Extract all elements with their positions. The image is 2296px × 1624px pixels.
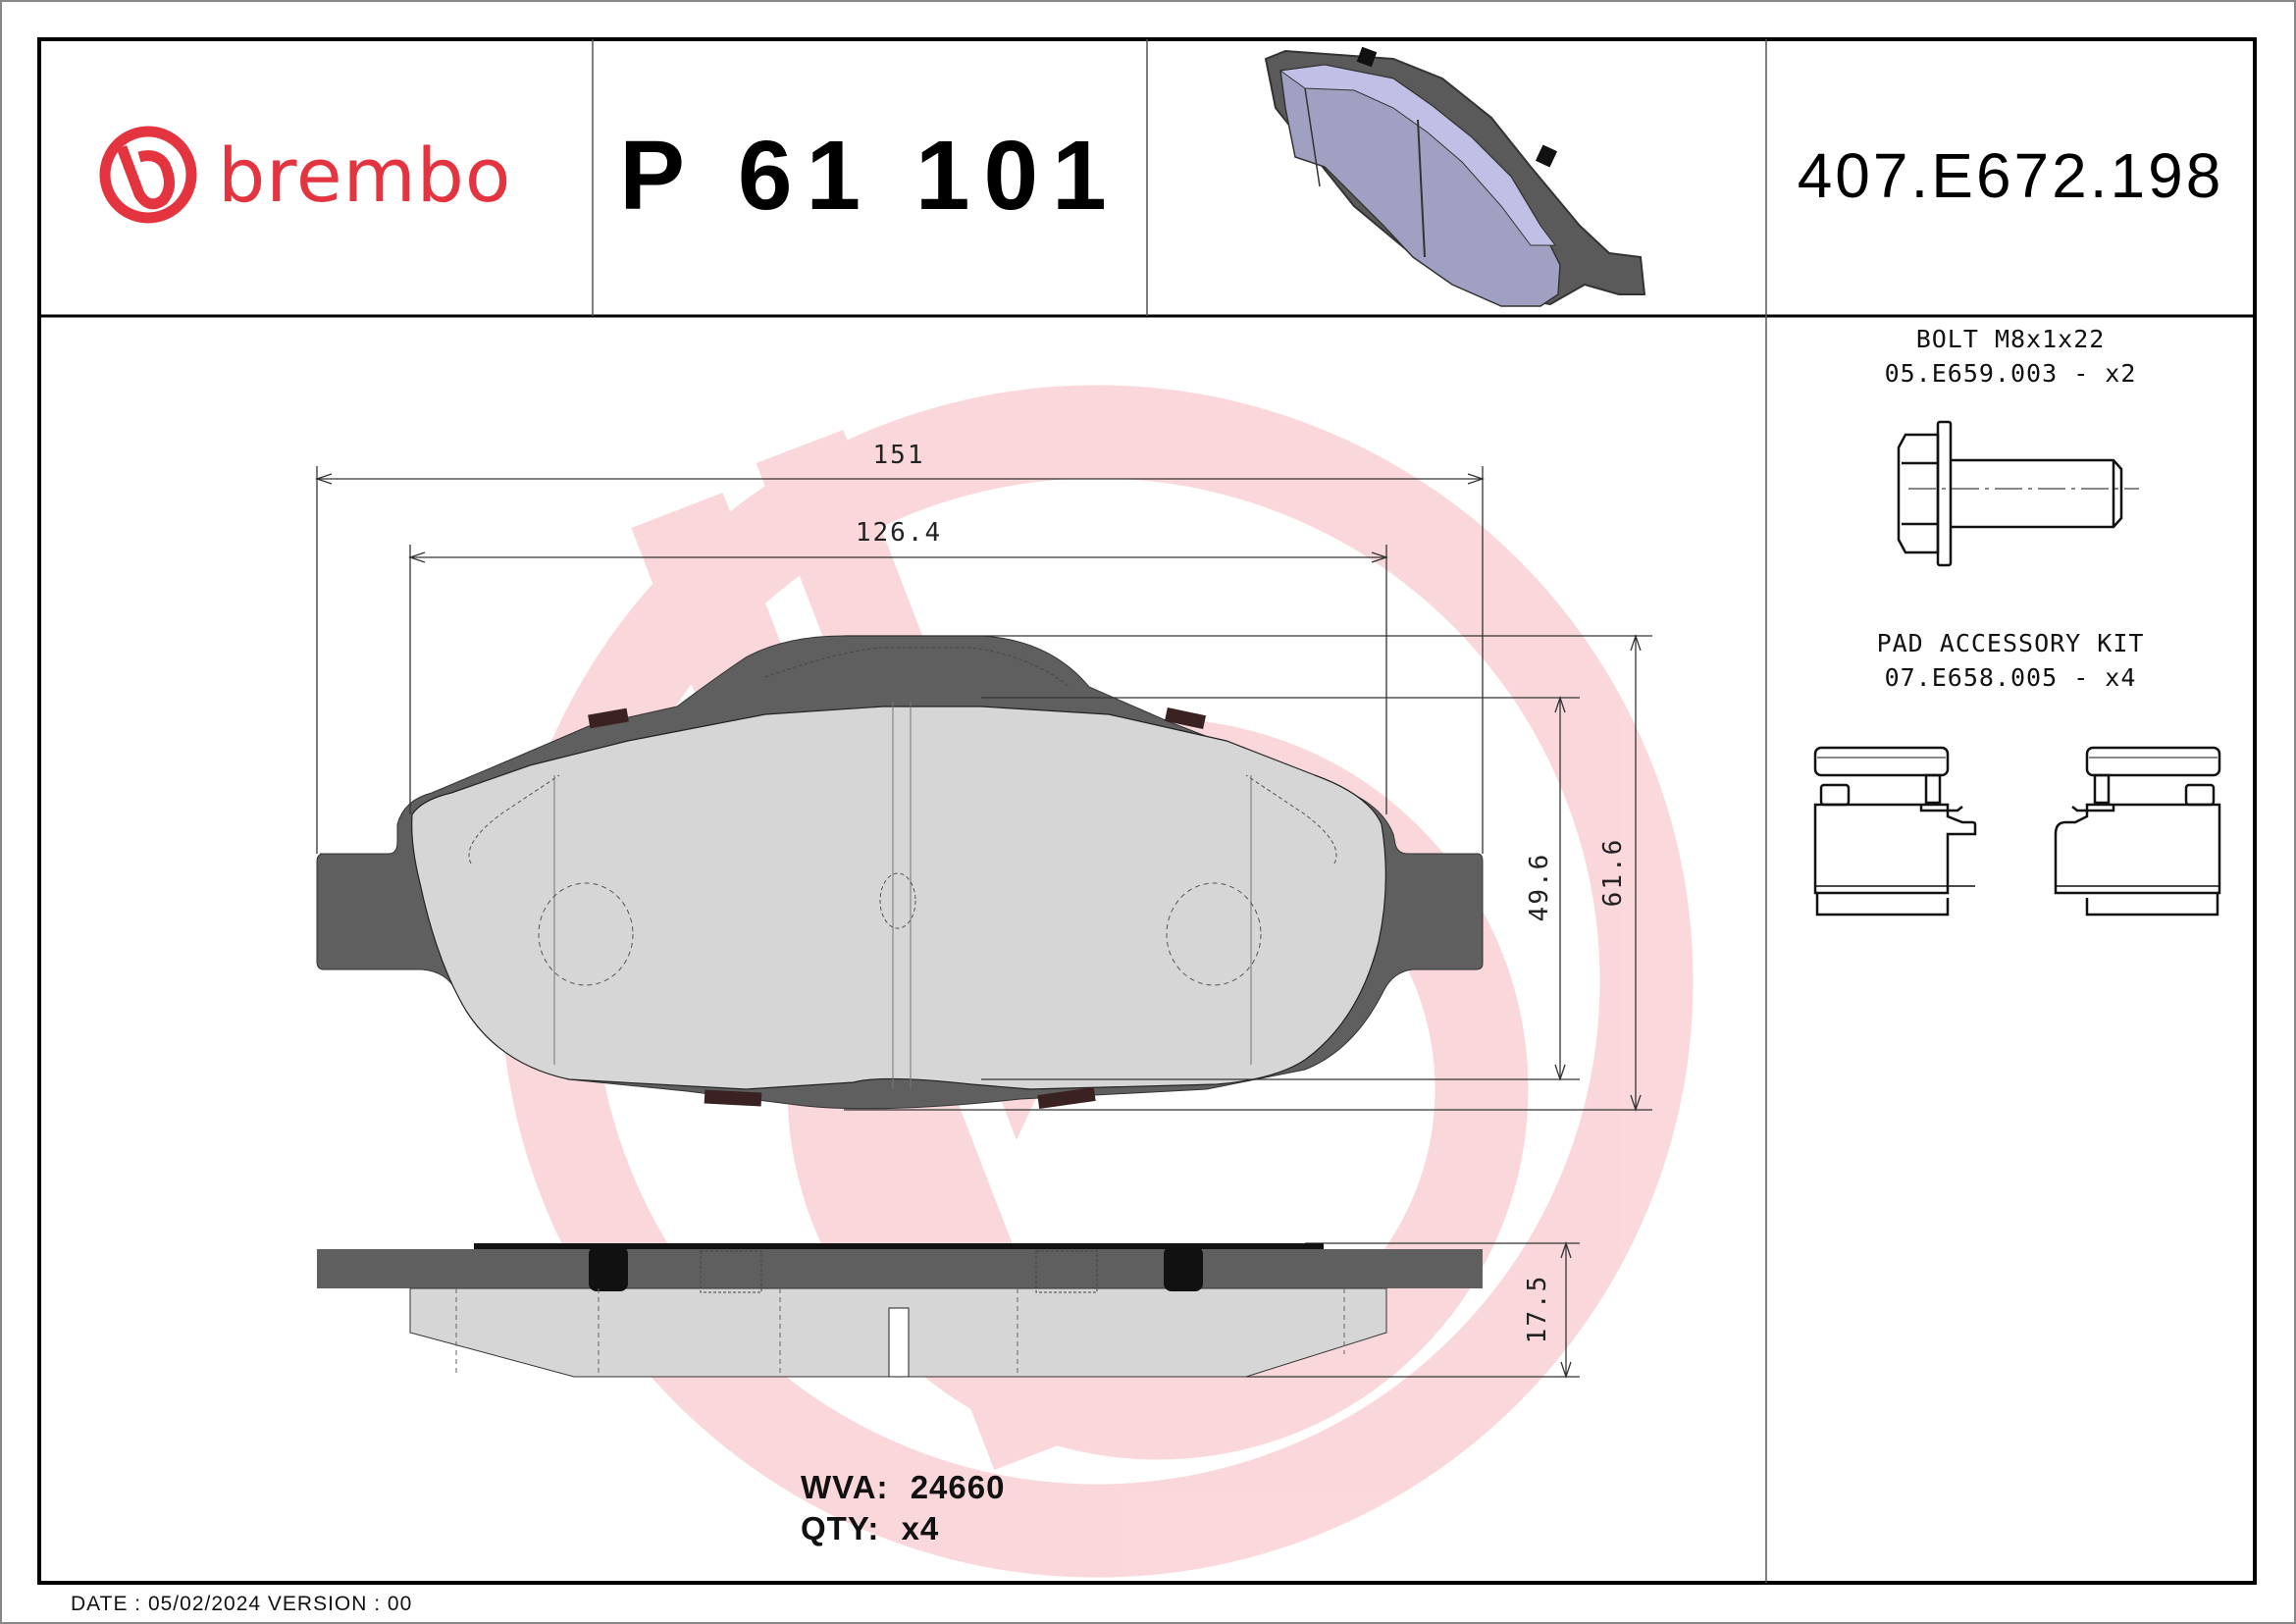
brand-name: brembo: [218, 131, 512, 219]
dimension-overall-height: 61.6: [1598, 837, 1628, 908]
clip-left-icon: [1813, 746, 1977, 917]
accessory-kit-code: 07.E658.005 - x4: [1884, 663, 2137, 692]
qty-row: QTY: x4: [801, 1510, 939, 1547]
brake-pad-side-view: [317, 1243, 1483, 1378]
dimension-overall-width: 151: [872, 441, 925, 470]
part-number: P 61 101: [619, 121, 1121, 231]
accessory-bolt-code: 05.E659.003 - x2: [1884, 359, 2137, 388]
dimension-lines: [314, 466, 1652, 1380]
accessory-kit: PAD ACCESSORY KIT 07.E658.005 - x4: [1766, 626, 2255, 695]
bolt-icon: [1897, 420, 2139, 567]
clip-right-icon: [2054, 746, 2221, 917]
qty-label: QTY:: [801, 1510, 880, 1546]
accessory-bolt-title: BOLT M8x1x22: [1915, 325, 2106, 353]
reference-code: 407.E672.198: [1797, 140, 2224, 211]
wva-row: WVA: 24660: [801, 1469, 1005, 1506]
accessory-bolt: BOLT M8x1x22 05.E659.003 - x2: [1766, 322, 2255, 391]
clip-kit-icon: [1813, 746, 2221, 917]
brake-pad-3d-render-icon: [1264, 46, 1646, 307]
wva-value: 24660: [910, 1469, 1006, 1505]
wva-label: WVA:: [801, 1469, 889, 1505]
footer-date-version: DATE : 05/02/2024 VERSION : 00: [71, 1593, 413, 1615]
dimension-friction-height: 49.6: [1525, 852, 1554, 922]
qty-value: x4: [901, 1510, 940, 1546]
accessory-kit-title: PAD ACCESSORY KIT: [1876, 629, 2145, 657]
brembo-logo-icon: [99, 126, 197, 224]
brake-pad-front-view: [316, 635, 1484, 1110]
dimension-thickness: 17.5: [1523, 1274, 1552, 1344]
dimension-friction-width: 126.4: [855, 518, 943, 548]
